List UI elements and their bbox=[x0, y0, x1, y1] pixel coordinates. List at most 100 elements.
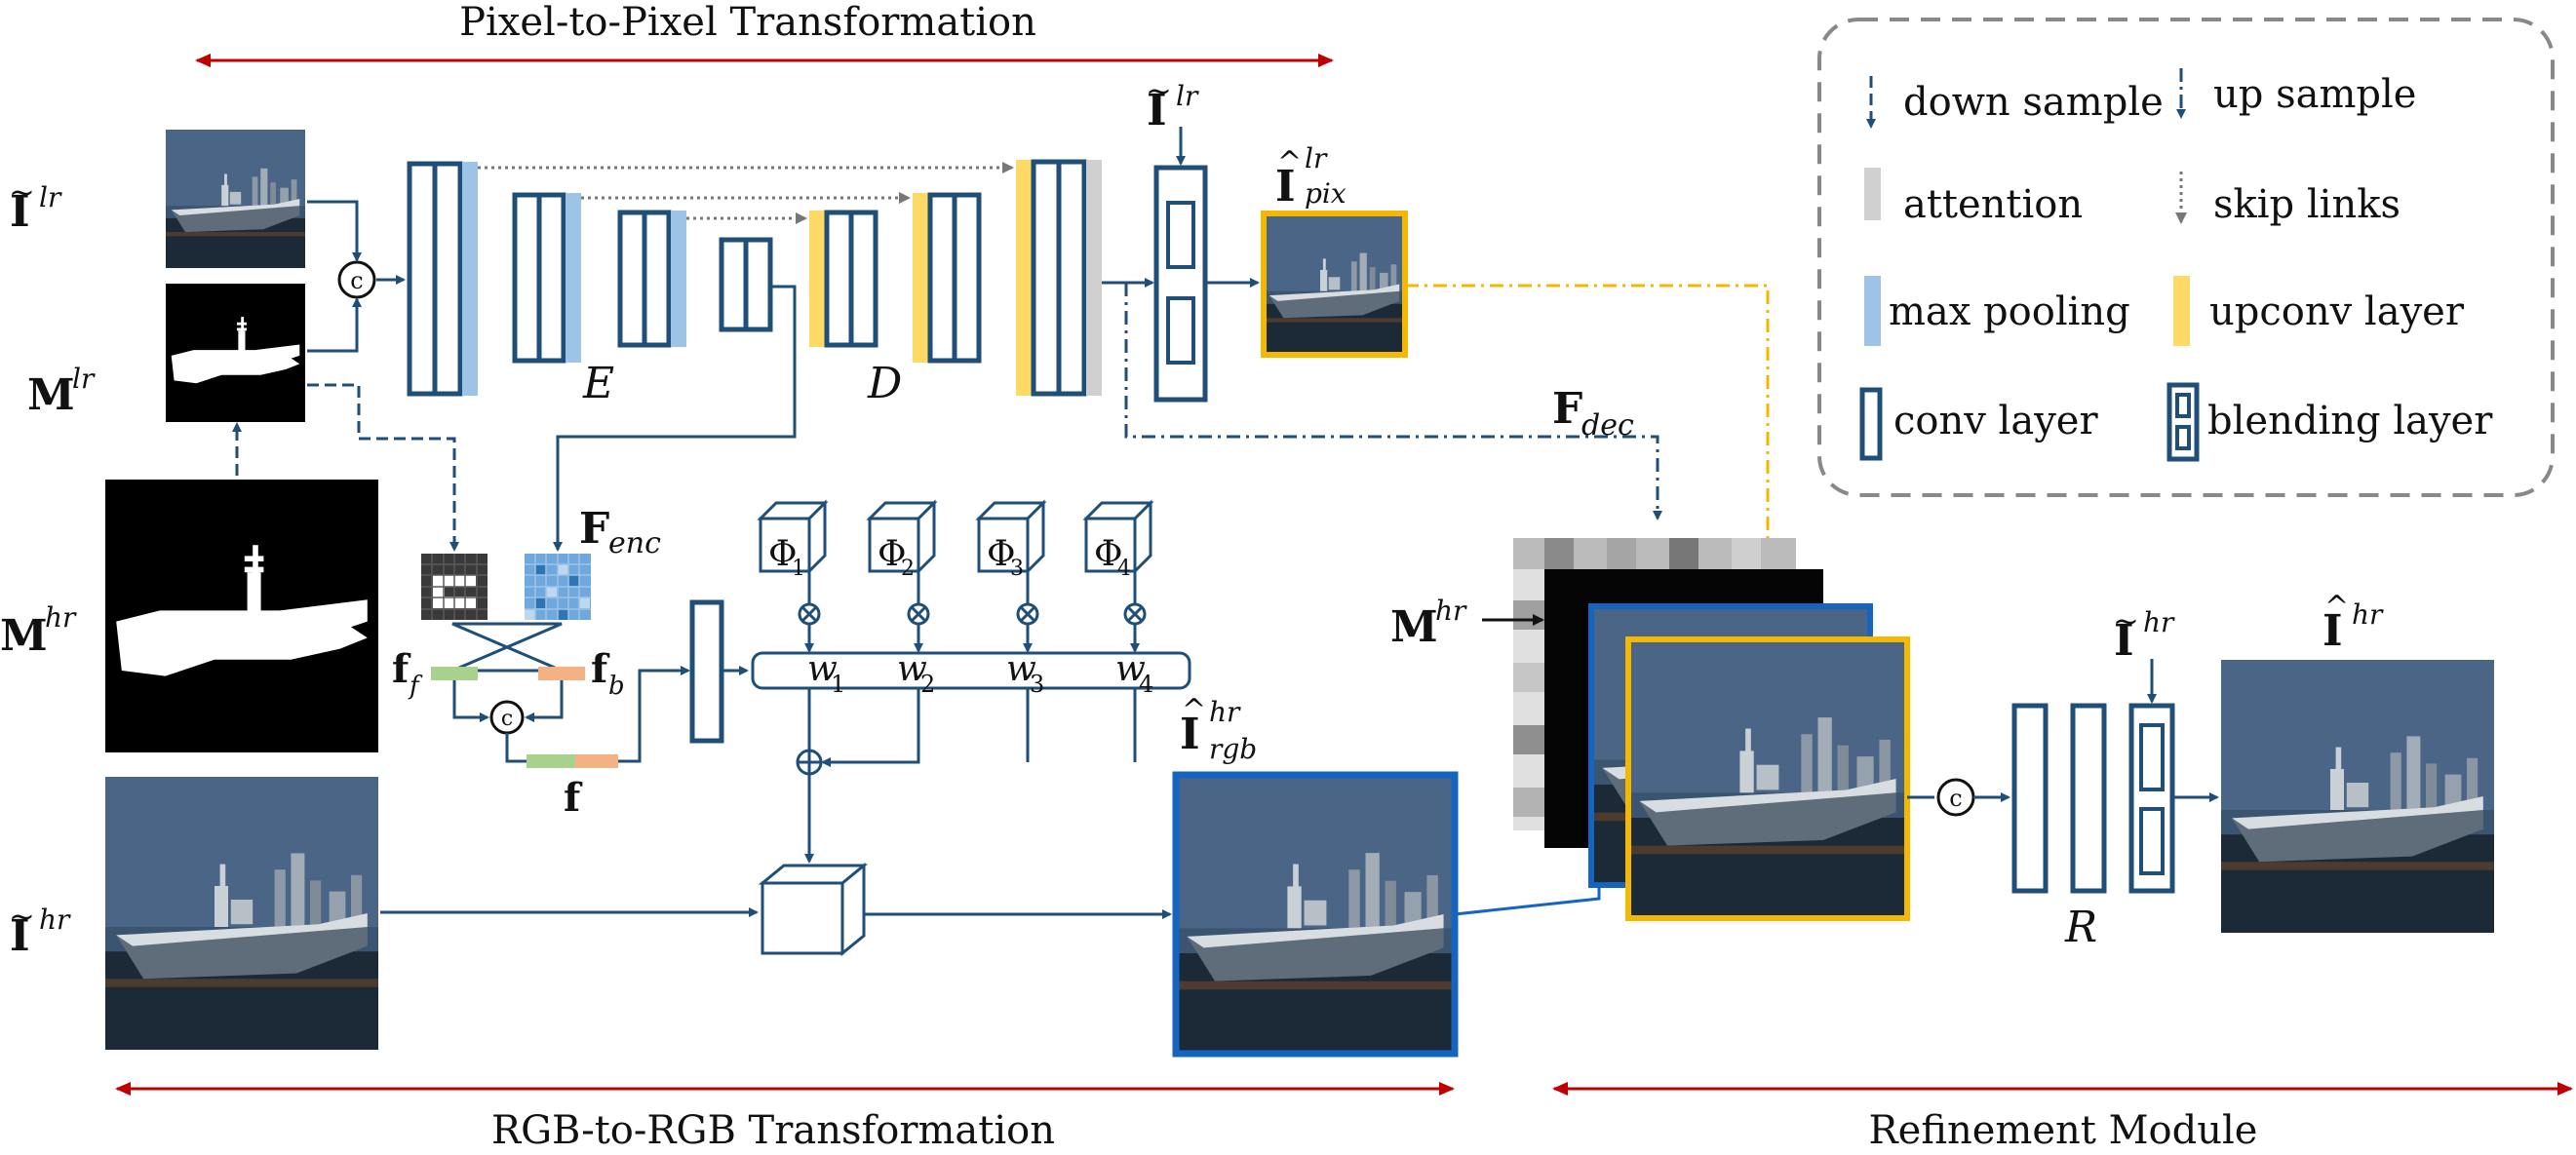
svg-text:f: f bbox=[408, 672, 423, 701]
svg-text:dec: dec bbox=[1581, 408, 1634, 443]
svg-text:~: ~ bbox=[1146, 72, 1172, 109]
label-f-f: f f bbox=[392, 646, 423, 701]
svg-text:f: f bbox=[392, 646, 411, 692]
legend-max-pooling: max pooling bbox=[1889, 289, 2130, 334]
svg-text:I: I bbox=[1180, 710, 1200, 759]
legend-conv-layer: conv layer bbox=[1893, 399, 2098, 443]
input-image-hr bbox=[105, 777, 378, 1050]
svg-text:^: ^ bbox=[1182, 693, 1206, 727]
output-image-rgb-hr bbox=[1176, 775, 1455, 1054]
svg-text:Φ: Φ bbox=[1094, 534, 1123, 574]
legend: down sample up sample attention skip lin… bbox=[1817, 18, 2555, 497]
label-m-hr: M hr bbox=[0, 601, 77, 661]
svg-text:lr: lr bbox=[72, 363, 96, 395]
pix-to-refine-link bbox=[1405, 284, 1774, 638]
svg-text:M: M bbox=[0, 611, 48, 661]
svg-text:^: ^ bbox=[1277, 145, 1302, 179]
enc-feature-grid bbox=[525, 554, 591, 620]
phi-labels: Φ1 Φ2 Φ3 Φ4 bbox=[768, 534, 1131, 581]
label-f-b: f b bbox=[591, 646, 625, 701]
label-m-lr: M lr bbox=[27, 363, 96, 420]
label-m-hr-refine: M hr bbox=[1390, 595, 1467, 652]
svg-text:3: 3 bbox=[1030, 671, 1044, 698]
title-pixel-to-pixel: Pixel-to-Pixel Transformation bbox=[459, 0, 1036, 45]
feature-f-orange bbox=[575, 754, 618, 768]
input-image-lr bbox=[166, 130, 305, 268]
blending-layer-icon bbox=[2166, 382, 2200, 462]
refinement-label: R bbox=[2064, 903, 2097, 952]
svg-text:^: ^ bbox=[2324, 590, 2349, 624]
label-f-enc: F enc bbox=[579, 504, 661, 560]
svg-text:4: 4 bbox=[1139, 671, 1153, 698]
pooling-bowtie bbox=[451, 622, 563, 673]
label-i-tilde-lr-2: I ~ lr bbox=[1146, 72, 1199, 135]
refinement-r bbox=[2011, 703, 2107, 894]
svg-text:M: M bbox=[1390, 602, 1438, 652]
label-i-tilde-hr-2: I ~ hr bbox=[2113, 602, 2175, 666]
phi-cubes bbox=[757, 499, 1154, 575]
legend-skip-links: skip links bbox=[2213, 182, 2400, 227]
svg-text:b: b bbox=[608, 672, 625, 701]
label-i-hat-lr-pix: I ^ lr pix bbox=[1275, 142, 1347, 212]
conv-layer-icon bbox=[1859, 387, 1883, 461]
encoder-label: E bbox=[582, 359, 614, 408]
svg-text:I: I bbox=[2114, 616, 2134, 666]
upconv-icon bbox=[2173, 276, 2190, 346]
svg-text:F: F bbox=[1552, 384, 1582, 434]
svg-text:f: f bbox=[591, 646, 610, 692]
mask-grid-thumbnail bbox=[421, 554, 488, 620]
blending-layer-lr bbox=[1153, 165, 1208, 403]
concat-label-2: c bbox=[501, 707, 513, 731]
fenc-link bbox=[553, 285, 797, 552]
blending-layer-hr bbox=[2128, 703, 2175, 894]
mask-hr bbox=[105, 480, 378, 752]
svg-text:Φ: Φ bbox=[878, 534, 907, 574]
svg-text:2: 2 bbox=[901, 557, 915, 581]
svg-text:pix: pix bbox=[1305, 177, 1347, 210]
svg-text:hr: hr bbox=[39, 904, 71, 936]
svg-text:lr: lr bbox=[1176, 80, 1199, 112]
svg-text:hr: hr bbox=[1435, 595, 1467, 627]
weights-bar bbox=[751, 651, 1191, 690]
svg-text:F: F bbox=[579, 504, 609, 554]
mask-lr bbox=[166, 284, 305, 422]
svg-text:~: ~ bbox=[9, 898, 35, 935]
legend-upconv-layer: upconv layer bbox=[2209, 289, 2465, 334]
label-i-hat-hr-rgb: I ^ hr rgb bbox=[1180, 693, 1257, 765]
svg-text:M: M bbox=[27, 370, 75, 420]
svg-text:hr: hr bbox=[1209, 696, 1241, 728]
mask-down-sample-link bbox=[307, 383, 459, 552]
svg-text:w: w bbox=[897, 649, 927, 689]
final-output-image bbox=[2221, 660, 2494, 933]
svg-text:w: w bbox=[807, 649, 838, 689]
legend-box bbox=[1817, 18, 2555, 497]
output-image-pix-lr bbox=[1264, 213, 1405, 355]
title-refinement: Refinement Module bbox=[1869, 1108, 2258, 1153]
pix-stack-layer bbox=[1628, 639, 1907, 918]
label-i-tilde-hr: I ~ hr bbox=[9, 898, 71, 961]
legend-down-sample: down sample bbox=[1903, 80, 2164, 125]
svg-text:4: 4 bbox=[1117, 557, 1131, 581]
svg-text:I: I bbox=[2322, 606, 2343, 656]
svg-text:lr: lr bbox=[1305, 142, 1328, 174]
legend-up-sample: up sample bbox=[2213, 72, 2416, 117]
svg-text:3: 3 bbox=[1010, 557, 1024, 581]
label-i-hat-hr: I ^ hr bbox=[2322, 590, 2384, 656]
multiply-nodes bbox=[798, 602, 1147, 626]
decoder-label: D bbox=[867, 359, 902, 408]
feature-f-b bbox=[538, 667, 585, 680]
max-pooling-icon bbox=[1864, 276, 1881, 346]
fdec-up-sample-link bbox=[1124, 283, 1662, 520]
feature-f-green bbox=[527, 754, 575, 768]
feature-f-f bbox=[431, 667, 478, 680]
concat-label-3: c bbox=[1949, 785, 1962, 812]
svg-text:I: I bbox=[1275, 162, 1296, 212]
concat-label-1: c bbox=[350, 267, 363, 294]
svg-text:hr: hr bbox=[45, 601, 77, 634]
title-rgb-to-rgb: RGB-to-RGB Transformation bbox=[491, 1108, 1055, 1153]
svg-text:rgb: rgb bbox=[1209, 733, 1257, 765]
encoder-e bbox=[407, 161, 773, 397]
svg-text:hr: hr bbox=[2352, 598, 2384, 631]
svg-text:2: 2 bbox=[920, 671, 935, 698]
